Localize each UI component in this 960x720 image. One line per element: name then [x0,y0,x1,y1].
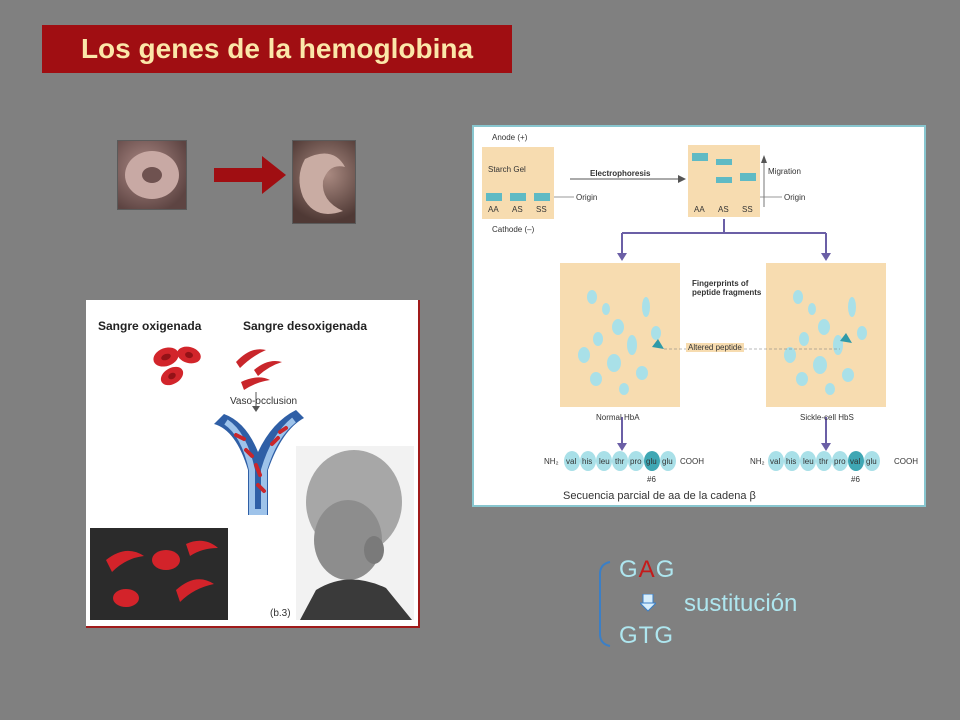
sickle-cell-photo [292,140,356,224]
seq-normal-6: glu [646,457,657,466]
codon-bracket [599,561,611,647]
label-origin-left: Origin [576,193,598,202]
seq-normal-4: thr [615,457,625,466]
seq-sickle-5: pro [834,457,846,466]
codon-normal: GAG [619,556,676,583]
seq-normal-1: val [566,457,577,466]
electrophoresis-diagram-panel: Anode (+) Starch Gel Electrophoresis Mig… [472,125,926,507]
label-origin-right: Origin [784,193,806,202]
electrophoresis-drawing [482,145,886,471]
seq-normal-2: his [582,457,593,466]
lane-label-5: AS [718,205,729,214]
label-vaso-occlusion: Vaso-occlusion [230,396,298,407]
label-starch-gel: Starch Gel [488,165,526,174]
seq-sickle-3: leu [803,457,814,466]
label-normal-hba: Normal HbA [596,413,640,422]
label-cooh-normal: COOH [680,457,704,466]
beta-chain-sequence-caption: Secuencia parcial de aa de la cadena β [563,490,756,502]
label-deoxygenated-blood: Sangre desoxigenada [243,319,368,333]
label-nh2-normal: NH₂ [544,457,559,466]
normal-red-cell-photo [117,140,187,210]
label-position-6-normal: #6 [647,475,656,484]
seq-sickle-6: val [850,457,861,466]
seq-sickle-7: glu [866,457,877,466]
label-migration: Migration [768,167,801,176]
label-cooh-sickle: COOH [894,457,918,466]
seq-sickle-2: his [786,457,797,466]
label-sickle-hbs: Sickle-cell HbS [800,413,854,422]
vaso-occlusion-drawing [90,346,414,620]
lane-label-4: AA [694,205,705,214]
label-anode: Anode (+) [492,133,528,142]
label-cathode: Cathode (–) [492,225,535,234]
lane-label-1: AA [488,205,499,214]
down-arrow-icon [640,594,656,612]
label-oxygenated-blood: Sangre oxigenada [98,319,202,333]
label-altered-peptide: Altered peptide [686,343,744,352]
seq-sickle-1: val [770,457,781,466]
label-electrophoresis: Electrophoresis [590,169,651,178]
seq-sickle-4: thr [819,457,829,466]
label-fingerprints: Fingerprints of peptide fragments [692,279,762,297]
transform-arrow-icon [214,156,286,194]
lane-label-6: SS [742,205,753,214]
substitution-label: sustitución [684,590,798,617]
sickle-cell-illustration-panel: Sangre oxigenada Sangre desoxigenada V [86,300,420,628]
codon-mutant: GTG [619,622,674,649]
label-figure-number: (b.3) [270,608,291,619]
seq-normal-5: pro [630,457,642,466]
label-position-6-sickle: #6 [851,475,860,484]
seq-normal-3: leu [599,457,610,466]
seq-normal-7: glu [662,457,673,466]
slide-title: Los genes de la hemoglobina [42,25,512,73]
lane-label-3: SS [536,205,547,214]
lane-label-2: AS [512,205,523,214]
label-nh2-sickle: NH₂ [750,457,765,466]
